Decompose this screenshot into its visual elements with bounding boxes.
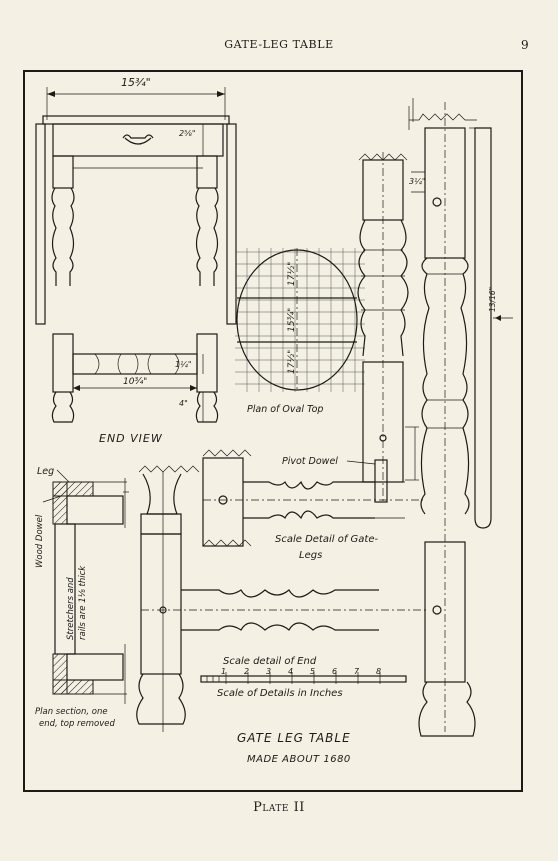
gate-leg-table-drawing: 15¾" 2⅝" 1¼" 10¾" 4" End View xyxy=(35,76,513,765)
dim-stretcher-height: 1¼" xyxy=(175,360,192,369)
label-plan-oval-top: Plan of Oval Top xyxy=(247,404,323,415)
dim-foot-height: 4" xyxy=(179,399,188,408)
label-plan-section-1: Plan section, one xyxy=(35,707,108,717)
label-plan-section-2: end, top removed xyxy=(39,719,116,729)
dim-rail-depth: 2⅝" xyxy=(179,129,196,138)
label-end-view: End View xyxy=(99,432,163,445)
label-leg: Leg xyxy=(37,466,54,477)
scale-num-8: 8 xyxy=(376,667,381,676)
label-stretchers-1: Stretchers and xyxy=(66,577,76,640)
dim-leaf-thickness: 13/16" xyxy=(488,287,497,312)
page-number: 9 xyxy=(521,38,529,52)
label-stretchers-2: rails are 1⅛ thick xyxy=(78,565,88,640)
dim-oval-3: 17½" xyxy=(287,350,297,374)
scale-bar xyxy=(200,672,407,684)
dim-oval-1: 17½" xyxy=(287,262,297,286)
label-scale-details-inches: Scale of Details in Inches xyxy=(217,688,343,699)
running-head: GATE-LEG TABLE xyxy=(224,38,334,51)
scale-num-7: 7 xyxy=(354,667,360,676)
end-view-drawing xyxy=(35,87,237,423)
drawing-title: Gate Leg Table xyxy=(237,731,351,745)
gate-leg-full-height xyxy=(408,98,513,737)
drawing-subtitle: Made about 1680 xyxy=(247,754,351,765)
gate-rail-detail xyxy=(202,449,423,547)
gate-leg-detail xyxy=(357,152,419,504)
label-scale-detail-end: Scale detail of End xyxy=(223,656,317,667)
oval-top-plan xyxy=(235,248,365,392)
plan-section xyxy=(42,478,129,704)
scale-num-3: 3 xyxy=(266,667,271,676)
dim-top-width: 15¾" xyxy=(121,76,151,89)
plate-frame: 15¾" 2⅝" 1¼" 10¾" 4" End View xyxy=(23,70,523,792)
label-scale-detail-gate-legs: Legs xyxy=(299,550,322,561)
dim-leg-top: 3¼" xyxy=(409,177,426,186)
end-scale-detail xyxy=(136,465,427,732)
scale-num-2: 2 xyxy=(244,667,249,676)
dim-oval-2: 15¾" xyxy=(287,308,297,332)
label-wood-dowel: Wood Dowel xyxy=(35,514,45,568)
scale-num-1: 1 xyxy=(221,667,226,676)
scale-num-5: 5 xyxy=(310,667,315,676)
scale-num-4: 4 xyxy=(288,667,293,676)
scale-num-6: 6 xyxy=(332,667,337,676)
label-pivot-dowel: Pivot Dowel xyxy=(282,456,338,467)
label-scale-detail-gate: Scale Detail of Gate- xyxy=(275,534,378,545)
plate-caption: Plate II xyxy=(253,800,305,815)
dim-inner-width: 10¾" xyxy=(123,377,147,387)
